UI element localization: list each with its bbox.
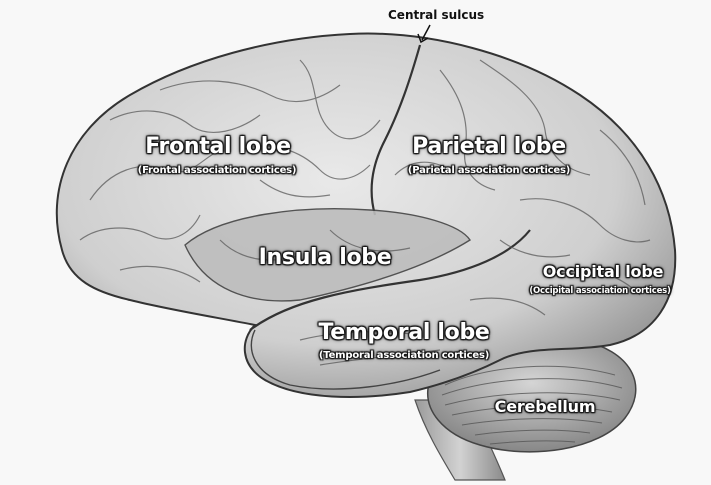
temporal-lobe-label: Temporal lobe <box>318 320 489 345</box>
frontal-lobe-label: Frontal lobe <box>145 134 291 159</box>
cerebellum-label: Cerebellum <box>495 397 596 416</box>
occipital-lobe-label: Occipital lobe <box>543 262 663 281</box>
frontal-lobe-sublabel: (Frontal association cortices) <box>138 165 297 176</box>
central-sulcus-label: Central sulcus <box>388 8 484 22</box>
parietal-lobe-label: Parietal lobe <box>412 134 566 159</box>
parietal-lobe-sublabel: (Parietal association cortices) <box>408 165 570 176</box>
occipital-lobe-sublabel: (Occipital association cortices) <box>529 286 670 296</box>
temporal-lobe-sublabel: (Temporal association cortices) <box>319 350 489 361</box>
insula-lobe-label: Insula lobe <box>259 245 392 270</box>
